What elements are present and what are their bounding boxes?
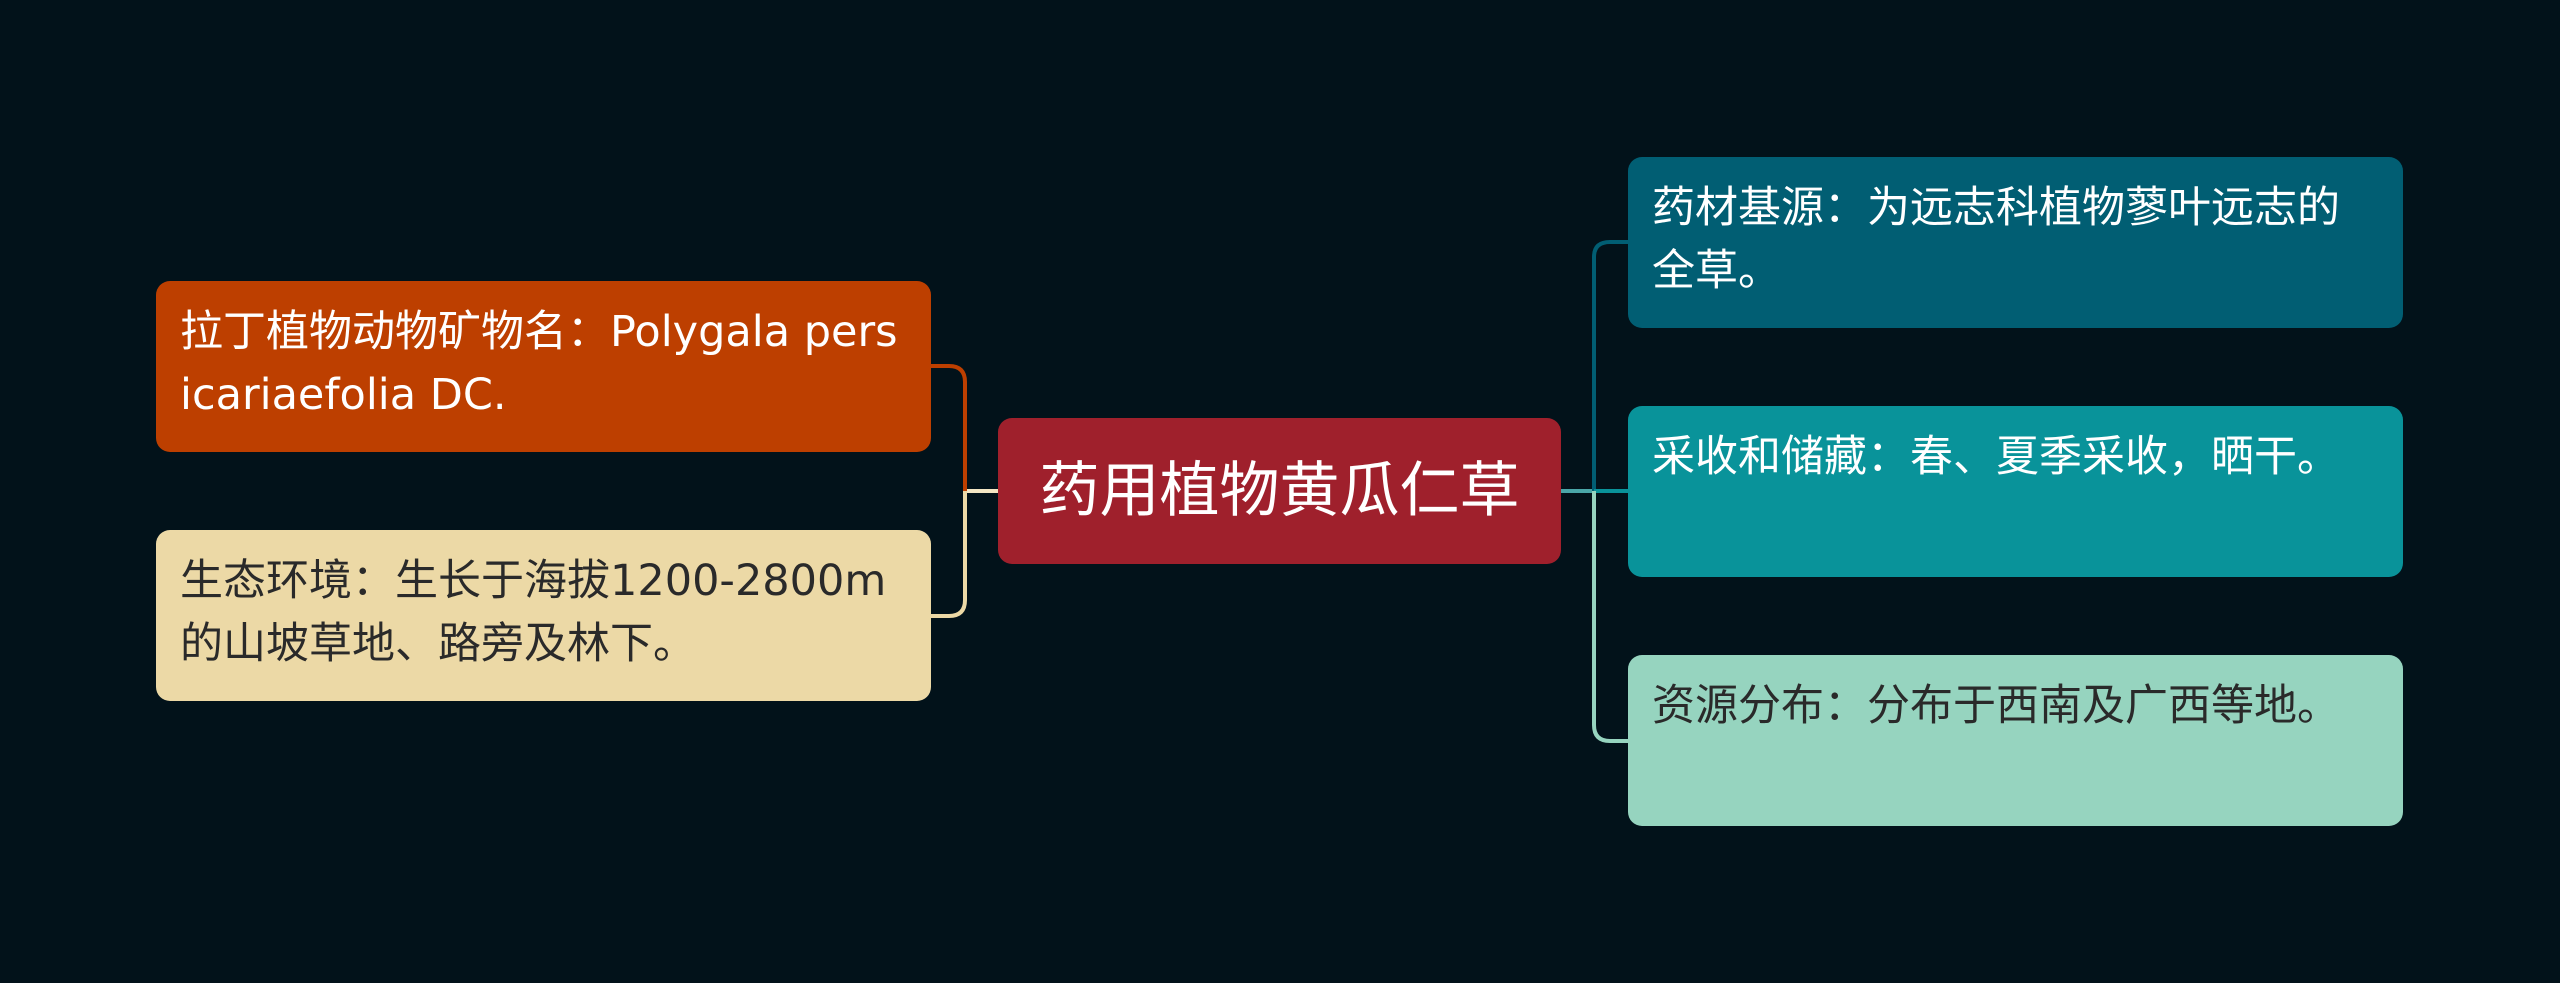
branch-medicinal-source[interactable]: 药材基源：为远志科植物蓼叶远志的全草。 — [1628, 157, 2403, 328]
connector-latin — [931, 364, 967, 491]
connector-dist — [1592, 491, 1628, 743]
branch-latin-name[interactable]: 拉丁植物动物矿物名：Polygala persicariaefolia DC. — [156, 281, 931, 452]
branch-ecological-environment[interactable]: 生态环境：生长于海拔1200-2800m的山坡草地、路旁及林下。 — [156, 530, 931, 701]
connector-env — [931, 491, 967, 618]
branch-resource-distribution[interactable]: 资源分布：分布于西南及广西等地。 — [1628, 655, 2403, 826]
center-topic[interactable]: 药用植物黄瓜仁草 — [998, 418, 1561, 564]
branch-collection-storage[interactable]: 采收和储藏：春、夏季采收，晒干。 — [1628, 406, 2403, 577]
connector-src — [1592, 240, 1628, 491]
